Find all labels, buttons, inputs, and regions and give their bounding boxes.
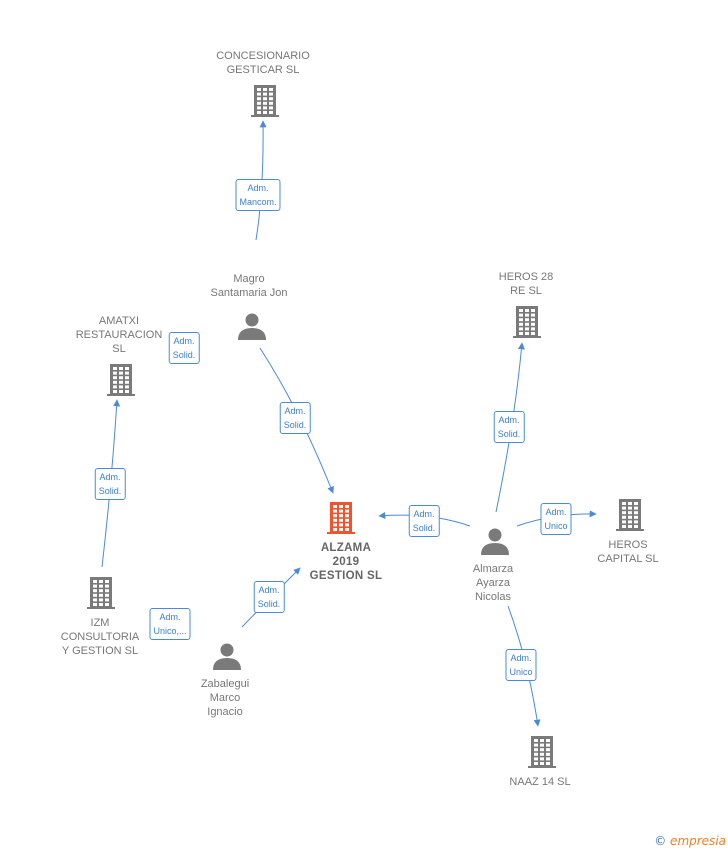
relation-label-2: Adm. Unico,... — [149, 608, 191, 640]
building-icon[interactable] — [107, 364, 135, 396]
node-label-alzama[interactable]: ALZAMA 2019 GESTION SL — [309, 542, 383, 582]
edge-label-almarza-to-heroscapital: Adm. Unico — [540, 503, 572, 535]
building-icon[interactable] — [616, 499, 644, 531]
edge-label-zabalegui-to-alzama: Adm. Solid. — [253, 581, 285, 613]
node-label-amatxi[interactable]: AMATXI RESTAURACION SL — [75, 315, 163, 355]
edge-label-izm-to-amatxi: Adm. Solid. — [94, 468, 126, 500]
node-label-zabalegui[interactable]: Zabalegui Marco Ignacio — [200, 678, 250, 718]
node-label-almarza[interactable]: Almarza Ayarza Nicolas — [472, 563, 514, 603]
edge-label-magro-to-alzama: Adm. Solid. — [279, 402, 311, 434]
node-label-izm[interactable]: IZM CONSULTORIA Y GESTION SL — [60, 617, 140, 657]
node-label-heroscapital[interactable]: HEROS CAPITAL SL — [597, 539, 659, 565]
edge-label-almarza-to-naaz: Adm. Unico — [505, 649, 537, 681]
node-label-heros28[interactable]: HEROS 28 RE SL — [498, 271, 554, 297]
footer-brand: © empresia — [654, 834, 726, 848]
building-icon[interactable] — [251, 85, 279, 117]
building-icon[interactable] — [513, 306, 541, 338]
brand-name: mpresia — [677, 834, 726, 848]
node-label-magro[interactable]: Magro Santamaria Jon — [210, 273, 288, 299]
edge-label-magro-to-concesionario: Adm. Mancom. — [235, 179, 281, 211]
building-icon[interactable] — [327, 502, 355, 534]
building-icon[interactable] — [87, 577, 115, 609]
icons-layer — [87, 85, 644, 768]
person-icon[interactable] — [481, 528, 509, 556]
copyright-symbol: © — [654, 834, 667, 848]
person-icon[interactable] — [238, 313, 266, 341]
edge-label-almarza-to-alzama: Adm. Solid. — [408, 505, 440, 537]
relation-label-1: Adm. Solid. — [168, 332, 200, 364]
building-icon[interactable] — [528, 736, 556, 768]
node-label-concesionario[interactable]: CONCESIONARIO GESTICAR SL — [216, 50, 310, 76]
person-icon[interactable] — [213, 643, 241, 671]
edge-label-almarza-to-heros28: Adm. Solid. — [493, 411, 525, 443]
node-label-naaz[interactable]: NAAZ 14 SL — [509, 776, 571, 788]
brand-initial: e — [670, 834, 678, 848]
